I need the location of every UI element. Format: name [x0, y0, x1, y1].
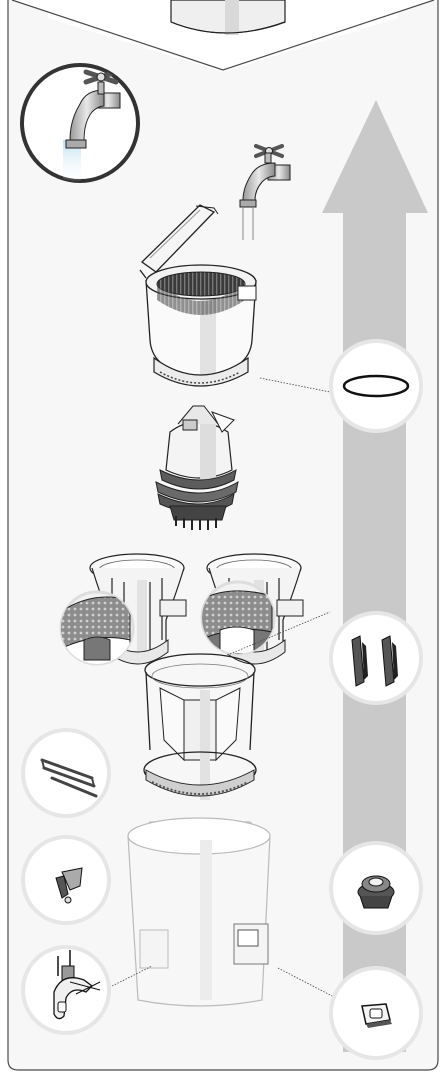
juice-flap-icon	[23, 947, 109, 1033]
silicone-seal-icon	[331, 341, 421, 431]
spout-clip-icon	[23, 837, 109, 923]
wiper-blade-icon	[331, 613, 421, 703]
cleaning-brush-icon	[23, 730, 109, 816]
juicing-drum	[128, 818, 270, 1006]
anti-drip-cap-icon	[331, 843, 421, 933]
outlet-cap-icon	[331, 968, 421, 1058]
faucet-icon	[22, 65, 138, 185]
